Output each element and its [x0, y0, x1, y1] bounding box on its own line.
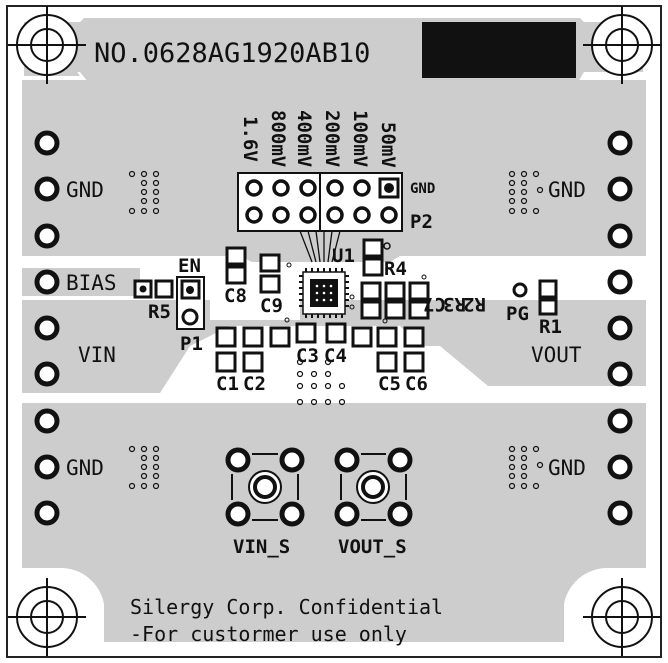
label-50mv: 50mV	[377, 122, 399, 168]
mounting-hole-bottom-right	[583, 578, 661, 656]
label-c8: C8	[224, 285, 247, 307]
via-clusters	[128, 170, 544, 490]
resistor-r5	[133, 279, 174, 299]
label-400mv: 400mV	[293, 110, 315, 167]
label-r3: R3	[443, 293, 466, 315]
mounting-holes	[8, 6, 661, 656]
mounting-hole-top-right	[583, 6, 661, 84]
vias-center	[296, 358, 346, 406]
label-gnd-right-bottom: GND	[548, 456, 586, 480]
capacitor-c9	[259, 253, 281, 294]
redacted-block	[422, 22, 576, 78]
jumper-p1	[176, 276, 205, 330]
capacitors-input	[215, 322, 317, 373]
label-c9: C9	[260, 295, 283, 317]
label-c5: C5	[378, 373, 401, 395]
board-number: NO.0628AG1920AB10	[94, 38, 370, 69]
header-voltage-labels: 1.6V 800mV 400mV 200mV 100mV 50mV	[239, 110, 399, 168]
label-gnd-left-top: GND	[66, 178, 104, 202]
vias-gnd-left-bottom	[128, 445, 160, 490]
label-pg: PG	[506, 303, 529, 325]
label-vin-s: VIN_S	[233, 536, 290, 558]
capacitors-output	[325, 322, 425, 373]
label-1-6v: 1.6V	[239, 116, 261, 162]
label-r4: R4	[384, 258, 407, 280]
resistors-r2-r3-c7	[360, 281, 430, 320]
right-pads	[607, 130, 633, 526]
connector-vin-s	[225, 447, 305, 527]
confidential-line-2: -For custormer use only	[130, 622, 407, 646]
label-bias: BIAS	[66, 271, 117, 295]
label-c7: C7	[423, 293, 446, 315]
confidential-line-1: Silergy Corp. Confidential	[130, 595, 443, 619]
label-100mv: 100mV	[349, 110, 371, 167]
mounting-hole-bottom-left	[8, 578, 86, 656]
vias-gnd-right-bottom	[508, 445, 544, 490]
resistor-r1	[538, 279, 558, 316]
label-p2: P2	[410, 211, 433, 233]
capacitor-c8	[225, 246, 247, 285]
label-800mv: 800mV	[267, 110, 289, 167]
label-gnd-right-top: GND	[548, 178, 586, 202]
mounting-hole-top-left	[8, 6, 86, 84]
label-header-gnd: GND	[410, 181, 435, 197]
label-u1: U1	[332, 245, 355, 267]
label-vin: VIN	[78, 343, 116, 367]
label-c3: C3	[296, 345, 319, 367]
header-p2	[237, 172, 403, 232]
label-r1: R1	[539, 316, 562, 338]
label-vout-s: VOUT_S	[338, 536, 407, 558]
label-en: EN	[178, 255, 201, 277]
vias-gnd-left-top	[128, 170, 160, 215]
label-gnd-left-bottom: GND	[66, 456, 104, 480]
pg-testpoint	[512, 282, 528, 298]
label-c4: C4	[324, 345, 347, 367]
label-c6: C6	[405, 373, 428, 395]
label-r5: R5	[148, 301, 171, 323]
left-pads	[34, 130, 60, 526]
vias-gnd-right-top	[508, 170, 544, 215]
connector-vout-s	[334, 447, 413, 527]
label-200mv: 200mV	[321, 110, 343, 167]
label-c1: C1	[216, 373, 239, 395]
label-p1: P1	[180, 333, 203, 355]
chip-u1	[299, 268, 349, 318]
resistor-r4	[362, 238, 384, 277]
label-r2: R2	[463, 293, 486, 315]
label-c2: C2	[243, 373, 266, 395]
header-traces	[299, 230, 341, 263]
label-vout: VOUT	[531, 343, 582, 367]
